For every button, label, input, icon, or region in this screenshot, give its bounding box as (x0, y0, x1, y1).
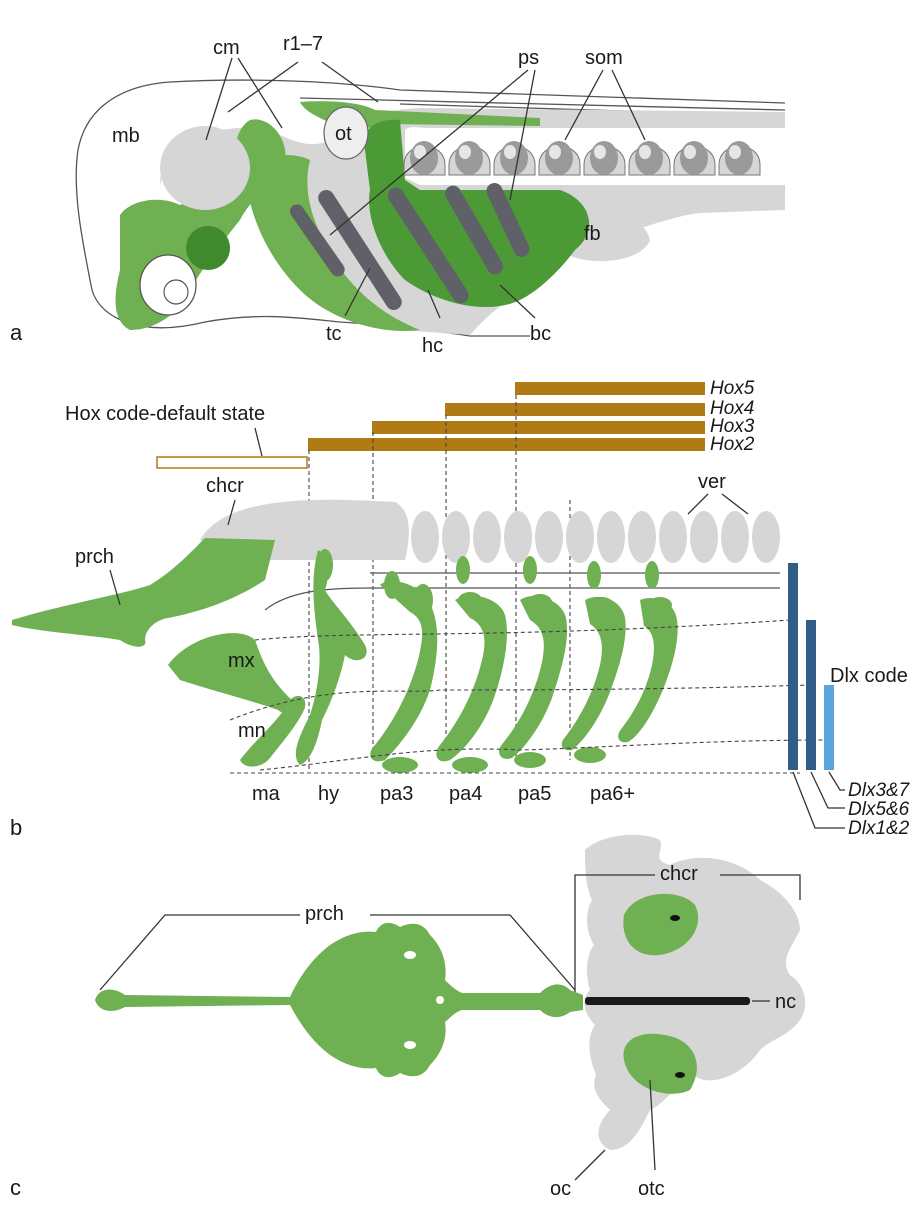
label-ot: ot (335, 123, 352, 145)
arch-pa5 (499, 596, 567, 759)
label-hox-default: Hox code-default state (65, 403, 265, 425)
label-dlx-code: Dlx code (830, 665, 908, 687)
label-tc: tc (326, 323, 342, 345)
label-ps: ps (518, 47, 539, 69)
label-arch-ma: ma (252, 783, 281, 805)
label-arch-pa5: pa5 (518, 783, 551, 805)
arch-pa4 (436, 596, 507, 762)
hox-default-bar (157, 457, 307, 468)
cm-gray-blob (160, 126, 250, 210)
branchial-arches (317, 549, 678, 773)
label-mx: mx (228, 650, 255, 672)
dlx-bar (824, 685, 834, 770)
label-dlx5-6: Dlx5&6 (848, 799, 910, 820)
arch-pa7 (618, 598, 677, 742)
panel-letter-a: a (10, 320, 23, 345)
somite (584, 141, 625, 175)
panel-letter-b: b (10, 815, 22, 840)
leader-dlx (793, 772, 845, 828)
somite (629, 141, 670, 175)
leader-oc (575, 1150, 605, 1180)
hox-bar (308, 438, 705, 451)
prechordal-cartilage-c (95, 923, 583, 1077)
label-mb: mb (112, 125, 140, 147)
maxillary-cartilage (168, 633, 295, 714)
notochord-line (370, 573, 780, 588)
label-bc: bc (530, 323, 551, 345)
hyoid-cartilage (296, 550, 367, 765)
somite (449, 141, 490, 175)
dlx-bars (788, 563, 834, 770)
label-hox2: Hox2 (710, 434, 755, 455)
label-otc: otc (638, 1178, 665, 1200)
label-hc: hc (422, 335, 443, 357)
leader-hox-default (255, 428, 262, 456)
label-cm: cm (213, 37, 240, 59)
hox-bar (515, 382, 705, 395)
somite (539, 141, 580, 175)
panel-b: Hox5 Hox4 Hox3 Hox2 Hox code-default sta… (10, 378, 911, 840)
label-nc: nc (775, 991, 796, 1013)
panel-letter-c: c (10, 1175, 21, 1200)
hox-bars (157, 382, 705, 468)
label-prch-b: prch (75, 546, 114, 568)
label-dlx1-2: Dlx1&2 (848, 818, 910, 839)
label-chcr-b: chcr (206, 475, 244, 497)
somite (719, 141, 760, 175)
dlx-bar (806, 620, 816, 770)
panel-a: r1–7 cm ps som mb ot fb tc hc bc a (10, 33, 785, 357)
label-r1-7: r1–7 (283, 33, 323, 55)
label-hox5: Hox5 (710, 378, 755, 399)
label-chcr-c: chcr (660, 863, 698, 885)
arch-pa6 (562, 597, 626, 750)
panel-c: prch chcr nc oc otc c (10, 835, 805, 1200)
label-arch-hy: hy (318, 783, 339, 805)
vertebrae (411, 511, 780, 563)
notochord (585, 997, 750, 1005)
label-arch-pa3: pa3 (380, 783, 413, 805)
dlx-bar (788, 563, 798, 770)
label-fb: fb (584, 223, 601, 245)
label-oc: oc (550, 1178, 571, 1200)
eye-pigment (186, 226, 230, 270)
label-prch-c: prch (305, 903, 344, 925)
label-arch-pa4: pa4 (449, 783, 482, 805)
label-som: som (585, 47, 623, 69)
somites-a (404, 141, 760, 175)
somite (404, 141, 445, 175)
somite (494, 141, 535, 175)
prechordal-cartilage-b (12, 538, 275, 647)
somite (674, 141, 715, 175)
hox-bar (372, 421, 705, 434)
eye (140, 255, 196, 315)
label-ver: ver (698, 471, 726, 493)
leader-ver (688, 494, 748, 514)
label-arch-pa6: pa6+ (590, 783, 635, 805)
hox-bar (445, 403, 705, 416)
label-dlx3-7: Dlx3&7 (848, 780, 911, 801)
label-mn: mn (238, 720, 266, 742)
